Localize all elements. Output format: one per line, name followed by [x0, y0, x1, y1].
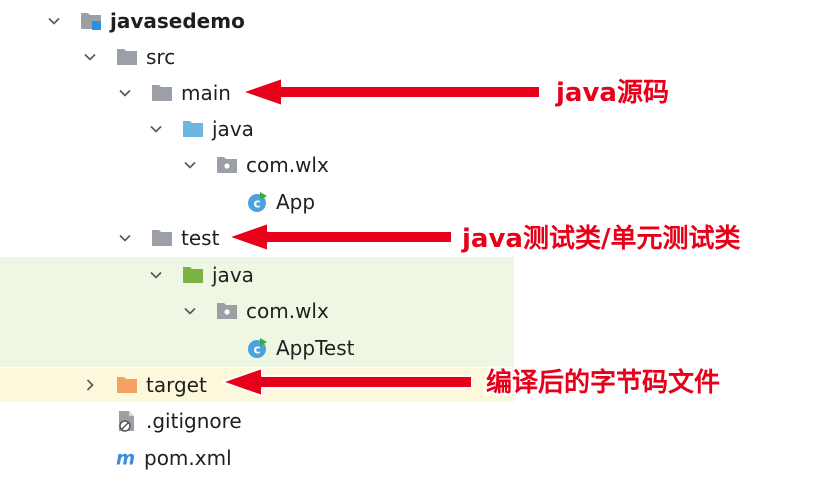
svg-text:c: c — [253, 197, 260, 211]
node-label: target — [146, 373, 207, 397]
node-label: test — [181, 226, 220, 250]
chevron-down-icon[interactable] — [44, 11, 64, 31]
node-label: com.wlx — [246, 153, 329, 177]
tree-node-app[interactable]: c App — [246, 185, 315, 219]
package-icon — [216, 154, 238, 176]
tree-node-pom[interactable]: m pom.xml — [116, 441, 232, 475]
folder-icon — [116, 46, 138, 68]
source-folder-icon — [182, 118, 204, 140]
tree-node-apptest[interactable]: c AppTest — [246, 331, 354, 365]
tree-node-test-package[interactable]: com.wlx — [180, 294, 329, 328]
node-label: java — [212, 117, 254, 141]
chevron-down-icon[interactable] — [80, 47, 100, 67]
module-folder-icon — [80, 10, 102, 32]
chevron-down-icon[interactable] — [180, 155, 200, 175]
tree-node-main-java[interactable]: java — [146, 112, 254, 146]
chevron-down-icon[interactable] — [115, 228, 135, 248]
annotation-main: java源码 — [556, 78, 669, 108]
folder-icon — [151, 227, 173, 249]
tree-node-gitignore[interactable]: .gitignore — [116, 404, 242, 438]
annotation-test: java测试类/单元测试类 — [462, 224, 741, 254]
java-class-icon: c — [246, 337, 268, 359]
target-highlight — [0, 368, 514, 402]
node-label: pom.xml — [144, 446, 232, 470]
chevron-down-icon[interactable] — [115, 83, 135, 103]
tree-node-javasedemo[interactable]: javasedemo — [44, 4, 245, 38]
node-label: java — [212, 263, 254, 287]
chevron-down-icon[interactable] — [180, 301, 200, 321]
svg-text:c: c — [253, 343, 260, 357]
annotation-target: 编译后的字节码文件 — [486, 368, 721, 398]
tree-node-test-java[interactable]: java — [146, 258, 254, 292]
tree-node-target[interactable]: target — [80, 368, 207, 402]
package-icon — [216, 300, 238, 322]
node-label: main — [181, 81, 231, 105]
node-label: .gitignore — [146, 409, 242, 433]
java-class-icon: c — [246, 191, 268, 213]
tree-node-src[interactable]: src — [80, 40, 175, 74]
node-label: AppTest — [276, 336, 355, 360]
tree-node-test[interactable]: test — [115, 221, 219, 255]
test-folder-icon — [182, 264, 204, 286]
chevron-down-icon[interactable] — [146, 265, 166, 285]
svg-text:m: m — [116, 448, 135, 469]
ignore-file-icon — [116, 410, 138, 432]
node-label: com.wlx — [246, 299, 329, 323]
chevron-down-icon[interactable] — [146, 119, 166, 139]
folder-icon — [151, 82, 173, 104]
maven-icon: m — [116, 447, 138, 469]
chevron-right-icon[interactable] — [80, 375, 100, 395]
node-label: javasedemo — [110, 9, 245, 33]
node-label: App — [276, 190, 316, 214]
tree-node-main-package[interactable]: com.wlx — [180, 148, 329, 182]
excluded-folder-icon — [116, 374, 138, 396]
tree-node-main[interactable]: main — [115, 76, 231, 110]
node-label: src — [146, 45, 176, 69]
